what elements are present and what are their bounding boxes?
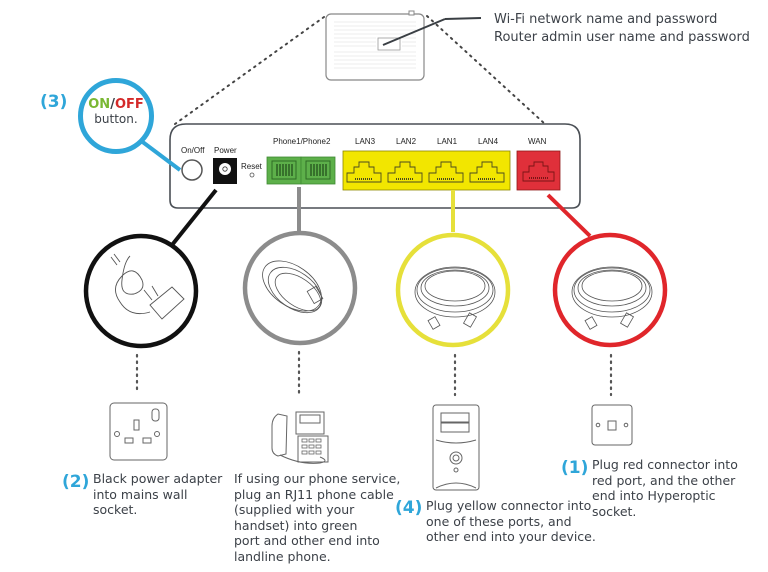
onoff-switch <box>181 159 203 181</box>
power-adapter-circle <box>83 233 199 349</box>
lan-port-block <box>342 150 511 191</box>
step-1-number: (1) <box>561 458 589 478</box>
step-2-number: (2) <box>62 472 90 492</box>
on-label: ON <box>88 97 111 112</box>
lan-port <box>387 161 423 183</box>
step-3-number: (3) <box>40 92 68 112</box>
wan-port-label: WAN <box>528 137 547 146</box>
admin-credentials-label: Router admin user name and password <box>494 30 750 45</box>
lan-cable-circle <box>395 232 511 348</box>
power-connector-line <box>166 188 218 252</box>
wall-socket-icon <box>109 402 168 461</box>
phone-step-text: If using our phone service,plug an RJ11 … <box>234 471 401 564</box>
power-adapter-icon <box>110 253 185 320</box>
phone-port-label: Phone1/Phone2 <box>273 137 331 146</box>
lan-port-label: LAN3 <box>355 137 376 146</box>
step-4-number: (4) <box>395 498 423 518</box>
hyperoptic-socket-icon <box>591 404 633 446</box>
lan-port-label: LAN2 <box>396 137 417 146</box>
reset-label: Reset <box>241 162 262 171</box>
lan-port <box>469 161 505 183</box>
router-top-view <box>325 10 482 81</box>
phone-cable-circle <box>242 230 358 346</box>
wan-connector-line <box>546 193 592 238</box>
onoff-connector-line <box>138 138 182 172</box>
onoff-callout-circle: ON/OFF button. <box>78 78 154 154</box>
wan-cable-circle <box>552 232 668 348</box>
computer-tower-icon <box>432 404 480 491</box>
landline-phone-icon <box>271 411 329 464</box>
reset-pinhole <box>249 172 255 178</box>
ethernet-cable-icon <box>414 266 496 330</box>
lan-port <box>346 161 382 183</box>
projection-dots <box>174 15 546 125</box>
onoff-port-label: On/Off <box>181 146 205 155</box>
wan-port <box>516 150 561 191</box>
button-label: button. <box>94 112 138 126</box>
lan-port-label: LAN4 <box>478 137 499 146</box>
off-label: OFF <box>114 97 144 112</box>
phone-cable-icon <box>262 260 324 314</box>
lan-port-label: LAN1 <box>437 137 458 146</box>
power-port-label: Power <box>214 146 237 155</box>
lan-port <box>428 161 464 183</box>
ethernet-cable-icon <box>571 266 653 330</box>
wifi-credentials-label: Wi-Fi network name and password <box>494 12 718 27</box>
router-back-panel <box>169 123 581 209</box>
